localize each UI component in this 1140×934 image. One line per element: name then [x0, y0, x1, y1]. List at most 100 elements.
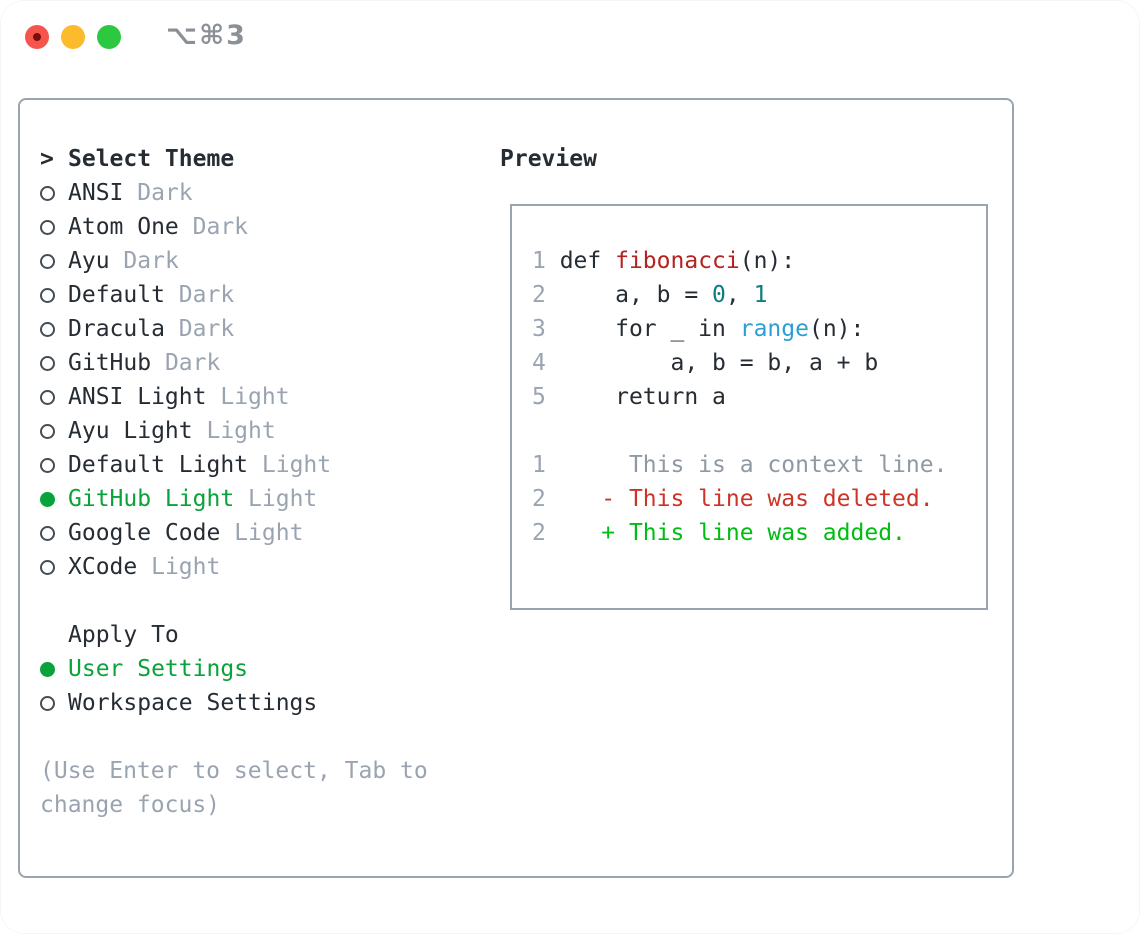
zoom-button[interactable]: [97, 25, 121, 49]
code-line: 2 - This line was deleted.: [532, 482, 986, 516]
select-theme-header: > Select Theme: [40, 142, 485, 176]
apply-to-title: Apply To: [68, 622, 179, 648]
radio-icon: [40, 253, 55, 269]
line-number: 5: [532, 384, 546, 410]
line-number: 1: [532, 452, 546, 478]
radio-icon: [40, 559, 55, 575]
theme-name: Dracula: [68, 316, 165, 342]
code-tokens: return a: [545, 384, 726, 410]
radio-icon: [40, 525, 55, 541]
theme-name: ANSI Light: [68, 384, 207, 410]
theme-option[interactable]: Ayu Light Light: [40, 414, 485, 448]
theme-name: ANSI: [68, 180, 124, 206]
spacer: [40, 584, 485, 618]
radio-icon: [40, 321, 55, 337]
theme-option[interactable]: Default Dark: [40, 278, 485, 312]
apply-to-label: User Settings: [68, 656, 249, 682]
code-tokens: This is a context line.: [545, 452, 948, 478]
radio-icon: [40, 423, 55, 439]
radio-icon: [40, 389, 55, 405]
theme-variant: Dark: [164, 350, 221, 376]
code-tokens: a, b = 0, 1: [545, 282, 768, 308]
theme-variant: Dark: [192, 214, 249, 240]
theme-variant: Dark: [123, 248, 179, 274]
theme-variant: Light: [220, 384, 290, 410]
theme-variant: Light: [248, 486, 318, 512]
line-number: 2: [532, 520, 546, 546]
theme-option[interactable]: Default Light Light: [40, 448, 485, 482]
theme-name: Atom One: [68, 214, 179, 240]
theme-name: Ayu: [68, 248, 110, 274]
code-line: 5 return a: [532, 380, 986, 414]
theme-option[interactable]: XCode Light: [40, 550, 485, 584]
radio-icon: [40, 219, 55, 235]
radio-icon: [40, 661, 55, 677]
line-number: 4: [532, 350, 546, 376]
theme-variant: Light: [261, 452, 332, 478]
code-line: 2 + This line was added.: [532, 516, 986, 550]
close-button[interactable]: [25, 25, 49, 49]
theme-option[interactable]: GitHub Light Light: [40, 482, 485, 516]
minimize-button[interactable]: [61, 25, 85, 49]
line-number: 1: [532, 248, 546, 274]
code-line: 4 a, b = b, a + b: [532, 346, 986, 380]
theme-option[interactable]: Atom One Dark: [40, 210, 485, 244]
theme-variant: Dark: [178, 316, 235, 342]
theme-name: Ayu Light: [68, 418, 193, 444]
code-tokens: + This line was added.: [601, 520, 906, 546]
keyboard-hint-line2: change focus): [40, 792, 221, 818]
code-line: 2 a, b = 0, 1: [532, 278, 986, 312]
theme-variant: Dark: [178, 282, 235, 308]
preview-title: Preview: [500, 146, 597, 172]
titlebar: ⌥⌘3: [0, 0, 1140, 74]
radio-icon: [40, 355, 55, 371]
theme-name: Google Code: [68, 520, 221, 546]
keyboard-hint-line1: (Use Enter to select, Tab to: [40, 758, 428, 784]
code-line: [532, 414, 986, 448]
apply-to-header: Apply To: [40, 618, 485, 652]
theme-name: Default: [68, 282, 165, 308]
theme-option[interactable]: Dracula Dark: [40, 312, 485, 346]
theme-option[interactable]: Google Code Light: [40, 516, 485, 550]
preview-column: Preview 1 def fibonacci(n):2 a, b = 0, 1…: [500, 142, 1000, 610]
code-tokens: def fibonacci(n):: [545, 248, 796, 274]
code-tokens: - This line was deleted.: [601, 486, 934, 512]
code-line: 3 for _ in range(n):: [532, 312, 986, 346]
theme-name: Default Light: [68, 452, 249, 478]
theme-option[interactable]: Ayu Dark: [40, 244, 485, 278]
radio-icon: [40, 457, 55, 473]
code-line: 1 def fibonacci(n):: [532, 244, 986, 278]
radio-icon: [40, 185, 55, 201]
theme-variant: Light: [151, 554, 221, 580]
code-tokens: for _ in range(n):: [545, 316, 865, 342]
radio-icon: [40, 287, 55, 303]
theme-variant: Light: [234, 520, 304, 546]
theme-variant: Light: [206, 418, 276, 444]
theme-variant: Dark: [137, 180, 193, 206]
window-title: ⌥⌘3: [166, 20, 247, 51]
selection-caret-icon: >: [40, 146, 54, 172]
radio-icon: [40, 491, 55, 507]
code-tokens: a, b = b, a + b: [545, 350, 879, 376]
theme-name: GitHub Light: [68, 486, 235, 512]
spacer: [40, 720, 485, 754]
line-number: 2: [532, 282, 546, 308]
select-theme-title: Select Theme: [68, 146, 235, 172]
theme-option[interactable]: ANSI Light Light: [40, 380, 485, 414]
theme-option[interactable]: ANSI Dark: [40, 176, 485, 210]
theme-option[interactable]: GitHub Dark: [40, 346, 485, 380]
theme-name: XCode: [68, 554, 138, 580]
radio-icon: [40, 695, 55, 711]
code-line: 1 This is a context line.: [532, 448, 986, 482]
apply-to-label: Workspace Settings: [68, 690, 318, 716]
apply-to-option[interactable]: Workspace Settings: [40, 686, 485, 720]
theme-name: GitHub: [68, 350, 152, 376]
apply-to-option[interactable]: User Settings: [40, 652, 485, 686]
line-number: 2: [532, 486, 546, 512]
